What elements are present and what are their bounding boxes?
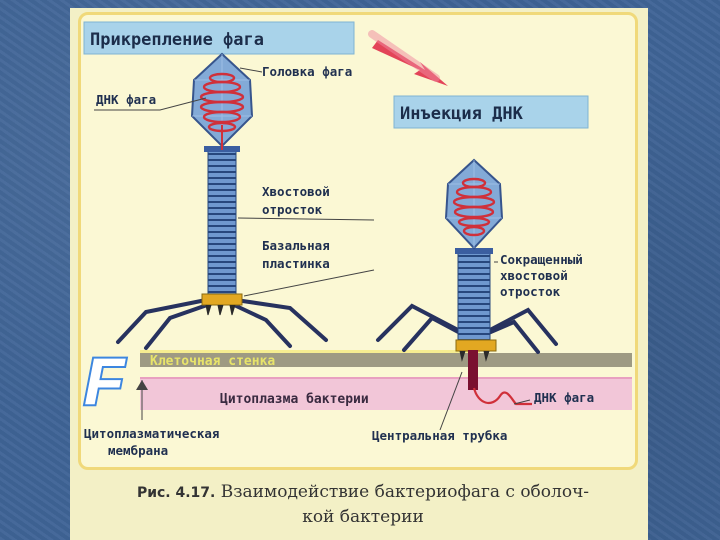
- title-injection: Инъекция ДНК: [400, 104, 524, 124]
- base-plate-left: [202, 294, 242, 305]
- label-tail-2: отросток: [262, 202, 323, 217]
- label-cell-wall: Клеточная стенка: [150, 354, 275, 369]
- label-central-tube: Центральная трубка: [372, 428, 507, 443]
- label-base-1: Базальная: [262, 238, 330, 253]
- label-contracted-1: Сокращенный: [500, 252, 583, 267]
- title-box-injection: Инъекция ДНК: [394, 96, 588, 128]
- transition-arrow: [372, 34, 448, 86]
- tail-sheath-right: [458, 252, 490, 342]
- label-contracted-3: отросток: [500, 284, 561, 299]
- caption-line-2: кой бактерии: [88, 505, 638, 529]
- figure-caption: Рис. 4.17. Взаимодействие бактериофага с…: [88, 480, 638, 529]
- central-tube: [468, 350, 478, 390]
- label-cytoplasm: Цитоплазма бактерии: [220, 392, 369, 407]
- title-attachment: Прикрепление фага: [90, 30, 264, 50]
- label-tail-1: Хвостовой: [262, 184, 330, 199]
- cell-wall-band-glow: [140, 350, 480, 353]
- caption-line-1: Взаимодействие бактериофага с оболоч-: [221, 482, 589, 502]
- label-phage-dna-top: ДНК фага: [96, 92, 156, 107]
- label-base-2: пластинка: [262, 256, 330, 271]
- label-phage-head: Головка фага: [262, 64, 352, 79]
- title-box-attachment: Прикрепление фага: [84, 22, 354, 54]
- label-membrane-1: Цитоплазматическая: [84, 426, 219, 441]
- f-logo-icon: F: [84, 344, 126, 418]
- label-phage-dna-right: ДНК фага: [534, 390, 594, 405]
- label-contracted-2: хвостовой: [500, 268, 568, 283]
- tail-sheath-left: [208, 150, 236, 296]
- svg-text:F: F: [84, 344, 126, 418]
- caption-number: Рис. 4.17.: [137, 485, 215, 501]
- base-plate-right: [456, 340, 496, 351]
- label-membrane-2: мембрана: [108, 443, 168, 458]
